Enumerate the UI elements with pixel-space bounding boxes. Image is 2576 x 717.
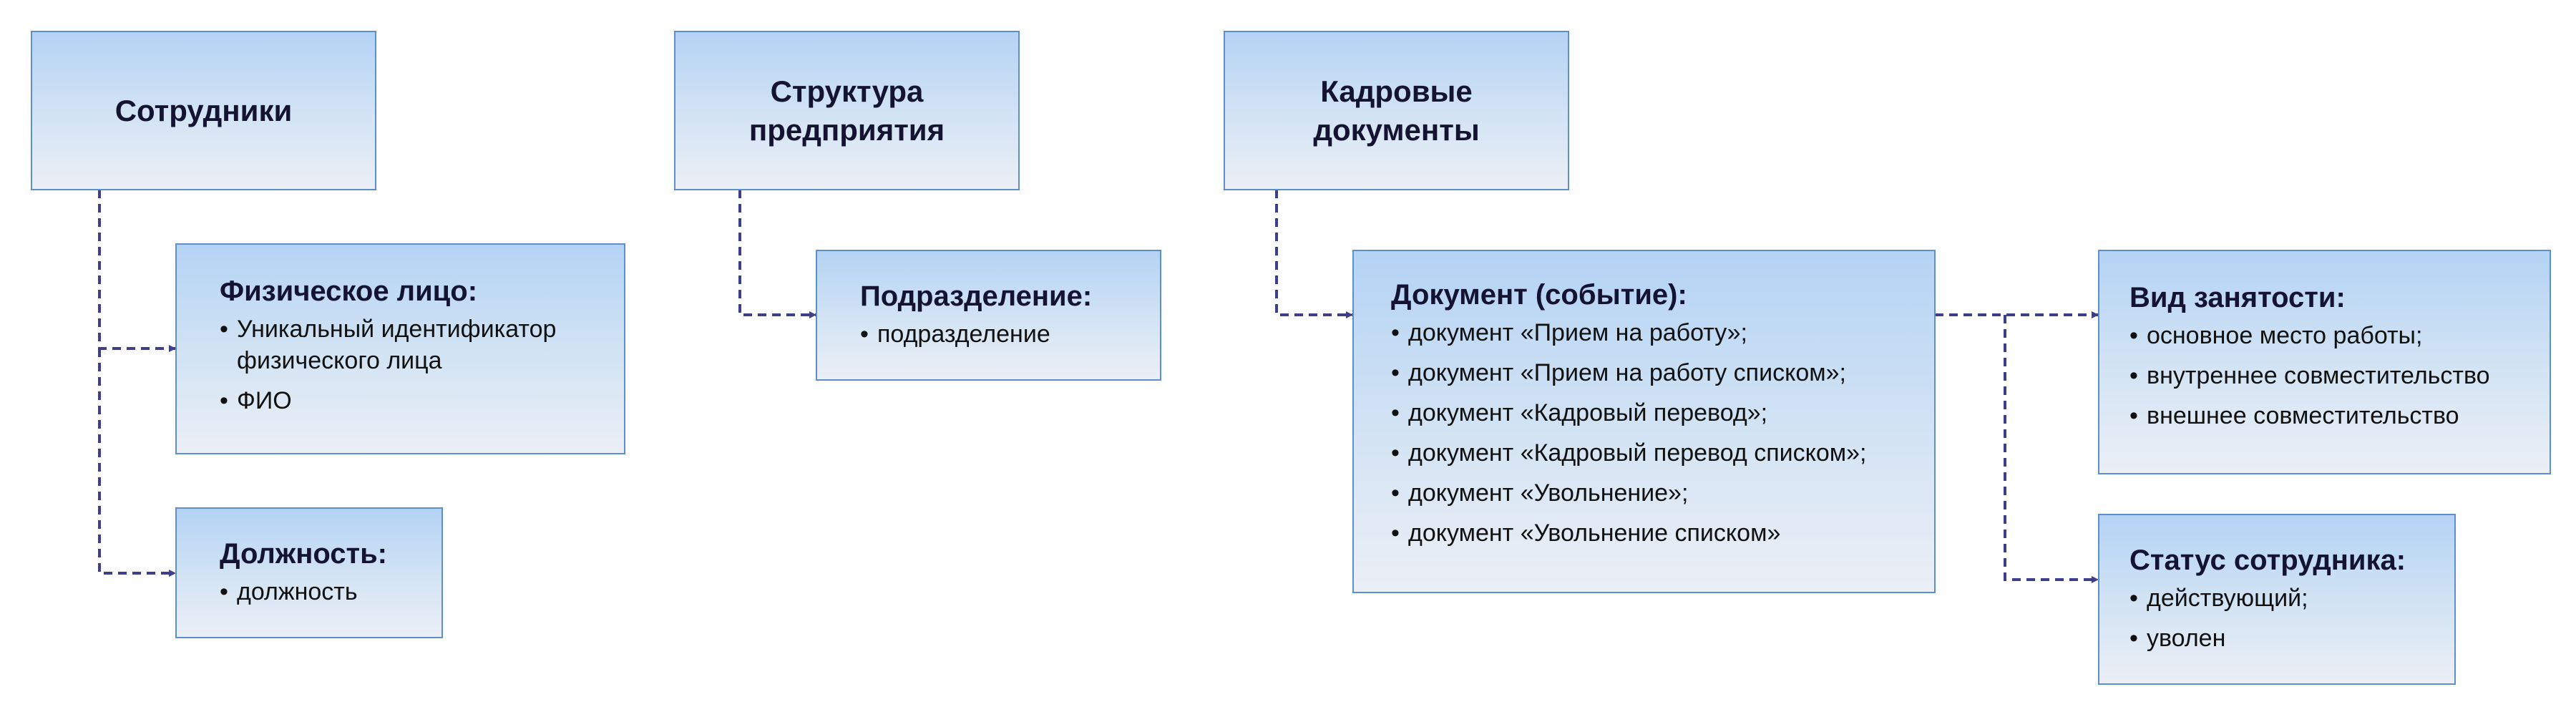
list-item: документ «Кадровый перевод списком»; (1391, 437, 1906, 469)
list-item: документ «Кадровый перевод»; (1391, 397, 1906, 429)
header-employees-title: Сотрудники (114, 93, 293, 127)
list-item: документ «Увольнение списком» (1391, 517, 1906, 549)
box-employee-status: Статус сотрудника: действующий; уволен (2098, 514, 2456, 685)
box-employment-type: Вид занятости: основное место работы; вн… (2098, 250, 2551, 474)
list-item: документ «Прием на работу»; (1391, 317, 1906, 348)
list-item: ФИО (220, 385, 595, 416)
box-subdivision-list: подразделение (860, 318, 1131, 350)
box-individual-list: Уникальный идентификатор физического лиц… (220, 313, 595, 416)
list-item: основное место работы; (2129, 320, 2521, 351)
list-item: действующий; (2129, 582, 2426, 614)
connector-employees-to-position (98, 348, 176, 577)
connector-documents-to-document (1275, 190, 1353, 318)
box-individual: Физическое лицо: Уникальный идентификато… (175, 243, 625, 454)
header-employees: Сотрудники (31, 31, 376, 190)
list-item: должность (220, 576, 413, 608)
connector-structure-to-subdivision (738, 190, 816, 318)
list-item: внешнее совместительство (2129, 400, 2521, 431)
box-position: Должность: должность (175, 507, 443, 638)
box-employee-status-title: Статус сотрудника: (2129, 545, 2406, 576)
list-item: подразделение (860, 318, 1131, 350)
list-item: документ «Увольнение»; (1391, 477, 1906, 509)
box-employment-type-title: Вид занятости: (2129, 282, 2346, 313)
box-document-title: Документ (событие): (1391, 279, 1687, 311)
box-document: Документ (событие): документ «Прием на р… (1352, 250, 1936, 593)
box-employee-status-list: действующий; уволен (2129, 582, 2426, 654)
header-structure-title: Структура предприятия (748, 74, 945, 147)
box-individual-title: Физическое лицо: (220, 275, 478, 307)
list-item: документ «Прием на работу списком»; (1391, 357, 1906, 389)
connector-employees-to-individual (98, 190, 176, 352)
list-item: Уникальный идентификатор физического лиц… (220, 313, 595, 376)
header-hr-documents: Кадровые документы (1224, 31, 1569, 190)
box-position-list: должность (220, 576, 413, 608)
box-document-list: документ «Прием на работу»; документ «Пр… (1391, 317, 1906, 549)
list-item: внутреннее совместительство (2129, 360, 2521, 391)
list-item: уволен (2129, 623, 2426, 654)
box-subdivision-title: Подразделение: (860, 281, 1093, 312)
connector-document-to-employee-status (2004, 315, 2099, 583)
header-structure: Структура предприятия (674, 31, 1020, 190)
box-subdivision: Подразделение: подразделение (816, 250, 1161, 381)
box-employment-type-list: основное место работы; внутреннее совмес… (2129, 320, 2521, 431)
box-position-title: Должность: (220, 538, 388, 570)
header-hr-documents-title: Кадровые документы (1313, 74, 1480, 147)
